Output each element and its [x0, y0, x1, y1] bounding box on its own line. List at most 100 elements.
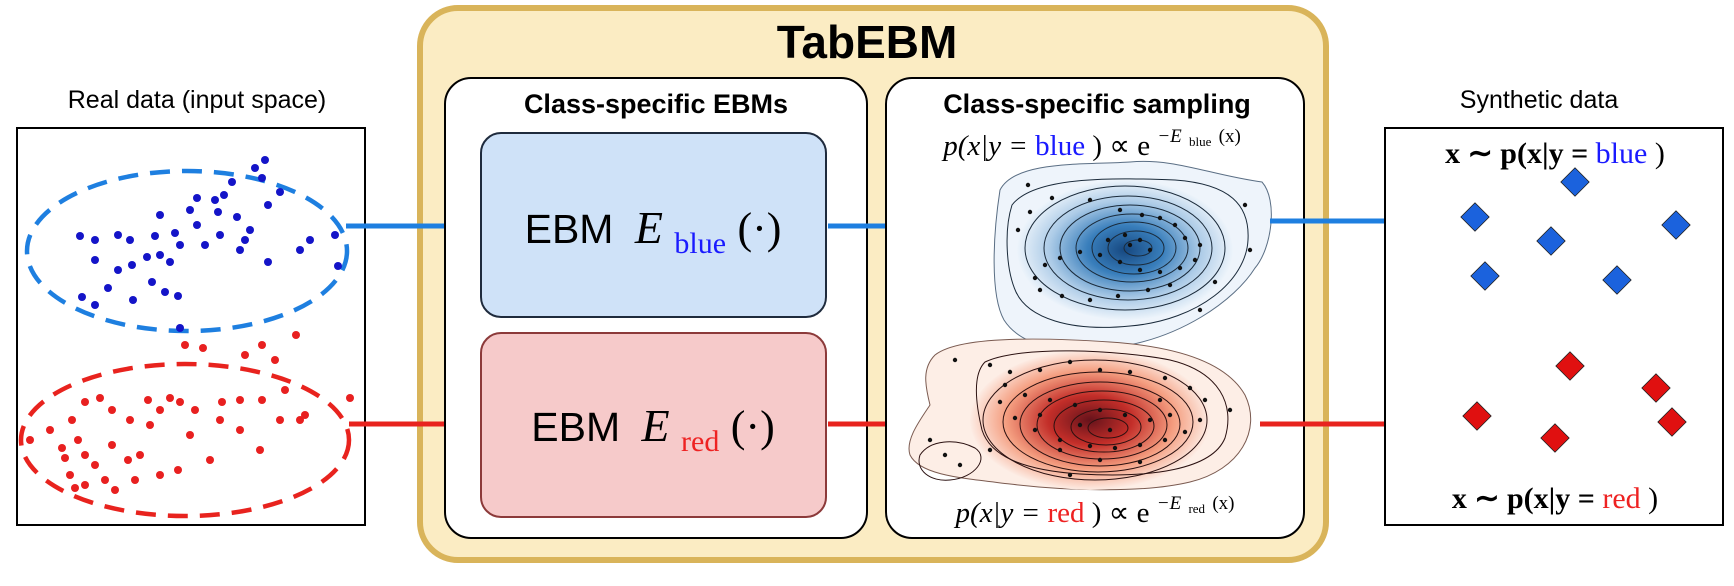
blue-real-point [176, 324, 184, 332]
blue-real-point [241, 236, 249, 244]
blue-real-point [151, 232, 159, 240]
blue-real-point [258, 174, 266, 182]
red-sample-dot [1022, 392, 1028, 398]
blue-real-point [126, 236, 134, 244]
blue-sample-dot [1057, 255, 1063, 261]
blue-sample-dot [1127, 242, 1133, 248]
red-real-point [91, 461, 99, 469]
red-sample-dot [1127, 369, 1133, 375]
red-real-point [346, 394, 354, 402]
blue-sample-dot [1077, 249, 1083, 255]
blue-real-point [201, 241, 209, 249]
red-cluster-ellipse [18, 361, 352, 519]
red-density-plot [908, 338, 1252, 491]
red-real-point [124, 456, 132, 464]
red-sample-dot [1162, 437, 1168, 443]
blue-real-point [246, 226, 254, 234]
blue-real-point [193, 194, 201, 202]
blue-real-point [166, 258, 174, 266]
red-real-point [276, 416, 284, 424]
blue-ebm-box [480, 132, 827, 318]
red-sample-dot [1047, 397, 1053, 403]
blue-real-point [148, 278, 156, 286]
red-real-point [218, 398, 226, 406]
red-real-point [146, 421, 154, 429]
red-sample-dot [942, 452, 948, 458]
blue-synthetic-point [1536, 226, 1566, 256]
blue-sample-dot [1197, 242, 1203, 248]
red-sample-dot [1072, 402, 1078, 408]
red-real-point [236, 396, 244, 404]
blue-real-point [331, 231, 339, 239]
red-real-point [241, 351, 249, 359]
blue-real-point [78, 293, 86, 301]
red-sample-dot [1147, 417, 1153, 423]
blue-sample-dot [1025, 182, 1031, 188]
blue-real-point [156, 211, 164, 219]
blue-sample-dot [1157, 269, 1163, 275]
red-sample-dot [1007, 369, 1013, 375]
red-sample-dot [1137, 459, 1143, 465]
blue-real-point [236, 246, 244, 254]
blue-synthetic-points [1460, 167, 1691, 295]
blue-sample-dot [1247, 247, 1253, 253]
red-real-point [206, 456, 214, 464]
red-real-point [108, 406, 116, 414]
red-real-point [26, 436, 34, 444]
blue-real-point [174, 292, 182, 300]
blue-sample-dot [1157, 215, 1163, 221]
blue-real-point [296, 246, 304, 254]
red-real-point [176, 398, 184, 406]
blue-sample-dot [1212, 279, 1218, 285]
blue-synthetic-point [1460, 202, 1490, 232]
red-real-point [81, 481, 89, 489]
blue-real-point [264, 258, 272, 266]
red-sample-dot [1032, 427, 1038, 433]
red-sampling-formula: p(x|y = red ) ∝ e −E red (x) [954, 484, 1235, 529]
blue-sample-dot [1197, 307, 1203, 313]
red-sample-dot [952, 357, 958, 363]
red-synthetic-point [1540, 423, 1570, 453]
red-real-point [166, 394, 174, 402]
red-sample-dot [1187, 385, 1193, 391]
blue-sample-dot [1139, 212, 1145, 218]
blue-sample-dot [1037, 287, 1043, 293]
blue-sample-dot [1117, 207, 1123, 213]
blue-real-point [143, 253, 151, 261]
blue-synthetic-point [1602, 265, 1632, 295]
red-sample-dot [1227, 407, 1233, 413]
red-sample-dot [1122, 412, 1128, 418]
red-sample-dot [997, 399, 1003, 405]
synthetic-data-label: Synthetic data [1460, 86, 1619, 114]
blue-real-point [211, 196, 219, 204]
blue-real-points [76, 156, 342, 332]
blue-synthetic-point [1661, 210, 1691, 240]
blue-sample-dot [1137, 237, 1143, 243]
red-real-point [101, 476, 109, 484]
blue-real-point [91, 236, 99, 244]
blue-real-point [306, 236, 314, 244]
red-real-point [191, 406, 199, 414]
red-sample-dot [1002, 382, 1008, 388]
blue-real-point [114, 231, 122, 239]
blue-real-point [176, 241, 184, 249]
blue-sample-dot [1087, 297, 1093, 303]
ebm-panel-title: Class-specific EBMs [524, 89, 788, 119]
red-real-point [216, 416, 224, 424]
red-real-point [126, 416, 134, 424]
blue-sample-dot [1192, 257, 1198, 263]
blue-real-point [264, 201, 272, 209]
blue-sample-dot [1182, 235, 1188, 241]
red-real-point [258, 341, 266, 349]
blue-real-point [91, 301, 99, 309]
red-sample-dot [927, 437, 933, 443]
red-sample-dot [1112, 445, 1118, 451]
blue-sample-dot [1027, 209, 1033, 215]
blue-sampling-formula: p(x|y = blue ) ∝ e −E blue (x) [941, 117, 1241, 162]
red-real-point [296, 416, 304, 424]
red-real-point [301, 411, 309, 419]
red-real-point [174, 466, 182, 474]
red-sample-dot [1197, 417, 1203, 423]
blue-real-point [276, 188, 284, 196]
red-sample-dot [1157, 397, 1163, 403]
